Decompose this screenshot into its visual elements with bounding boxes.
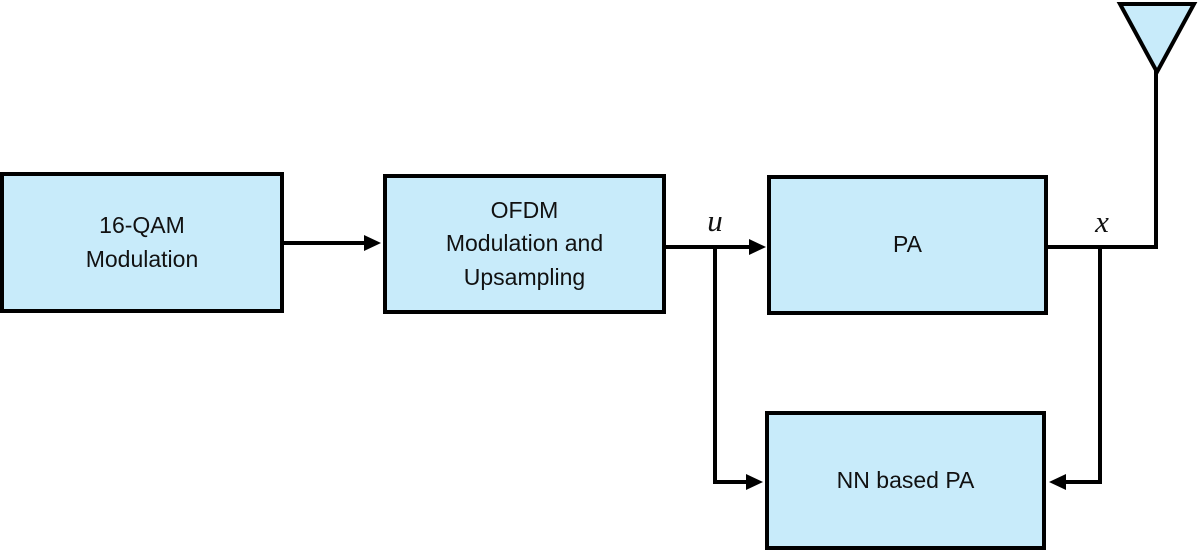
block-ofdm-label: OFDM Modulation and Upsampling bbox=[445, 196, 604, 290]
signal-label-x: x bbox=[1095, 204, 1109, 239]
block-pa-label: PA bbox=[893, 231, 922, 258]
block-qam-modulation: 16-QAM Modulation bbox=[0, 172, 284, 313]
arrowhead-into-pa bbox=[749, 239, 766, 255]
arrowhead-u-into-nn bbox=[746, 474, 763, 490]
signal-label-u: u bbox=[707, 203, 723, 238]
antenna-icon bbox=[1116, 2, 1198, 77]
block-ofdm-modulation-upsampling: OFDM Modulation and Upsampling bbox=[383, 174, 666, 314]
block-pa: PA bbox=[767, 175, 1048, 315]
arrowhead-x-into-nn bbox=[1049, 474, 1066, 490]
block-nn-based-pa: NN based PA bbox=[765, 411, 1046, 550]
block-qam-label: 16-QAM Modulation bbox=[85, 212, 199, 272]
block-nn-label: NN based PA bbox=[836, 466, 975, 493]
arrowhead-into-ofdm bbox=[364, 235, 381, 251]
